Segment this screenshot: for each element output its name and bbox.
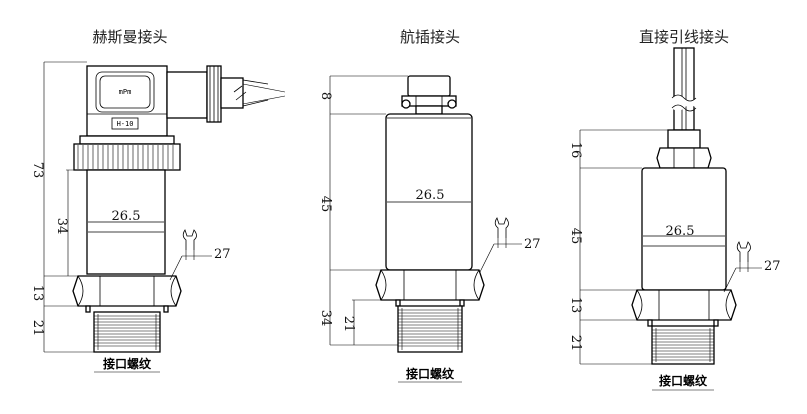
title-hirschmann: 赫斯曼接头 [92, 28, 167, 46]
knurl-upper [79, 135, 175, 145]
wrench-icon [479, 217, 522, 273]
dim-total: 73 [30, 162, 45, 179]
dim-body: 34 [54, 218, 69, 235]
wrench-size: 27 [214, 247, 231, 262]
wrench-icon [723, 241, 762, 293]
connector-sub: H-10 [117, 120, 134, 128]
wrench-icon [169, 229, 212, 281]
dim-body: 45 [318, 196, 333, 213]
dim-thread: 21 [341, 316, 356, 333]
title-direct-lead: 直接引线接头 [639, 28, 729, 46]
hex-nut [72, 275, 182, 307]
wrench-size: 27 [524, 237, 541, 252]
sensor-aviation: 航插接头 26.5 8 45 34 21 [318, 28, 541, 383]
dim-hex: 13 [568, 297, 583, 314]
cable-gland [667, 129, 701, 149]
wrench-size: 27 [764, 259, 781, 274]
sensor-hirschmann: 赫斯曼接头 mPm H-10 26.5 [30, 28, 286, 373]
connector-face [95, 71, 155, 113]
dim-top: 16 [568, 142, 583, 159]
plug-top [407, 75, 451, 97]
diameter-label: 26.5 [112, 209, 141, 224]
thread [93, 311, 161, 353]
connector-mark: mPm [119, 88, 132, 96]
thread-label: 接口螺纹 [659, 373, 708, 388]
thread [397, 305, 463, 353]
dim-thread: 21 [30, 320, 45, 337]
sensor-direct-lead: 直接引线接头 26.5 16 45 [568, 28, 781, 391]
diameter-label: 26.5 [666, 224, 695, 239]
dim-thread: 21 [568, 335, 583, 352]
knurl-ring [73, 143, 181, 171]
gland-nut [656, 147, 712, 169]
hex-nut [375, 269, 485, 301]
connector-plate [111, 117, 139, 130]
dim-body: 45 [568, 228, 583, 245]
title-aviation: 航插接头 [400, 28, 460, 46]
dim-lower: 34 [318, 310, 333, 327]
cable [673, 47, 695, 131]
thread-label: 接口螺纹 [406, 366, 455, 381]
dim-hex: 13 [30, 285, 45, 302]
dim-top: 8 [318, 92, 333, 100]
diameter-label: 26.5 [416, 188, 445, 203]
cable-gland [166, 71, 208, 119]
thread-label: 接口螺纹 [103, 356, 152, 371]
hex-nut [631, 289, 737, 321]
